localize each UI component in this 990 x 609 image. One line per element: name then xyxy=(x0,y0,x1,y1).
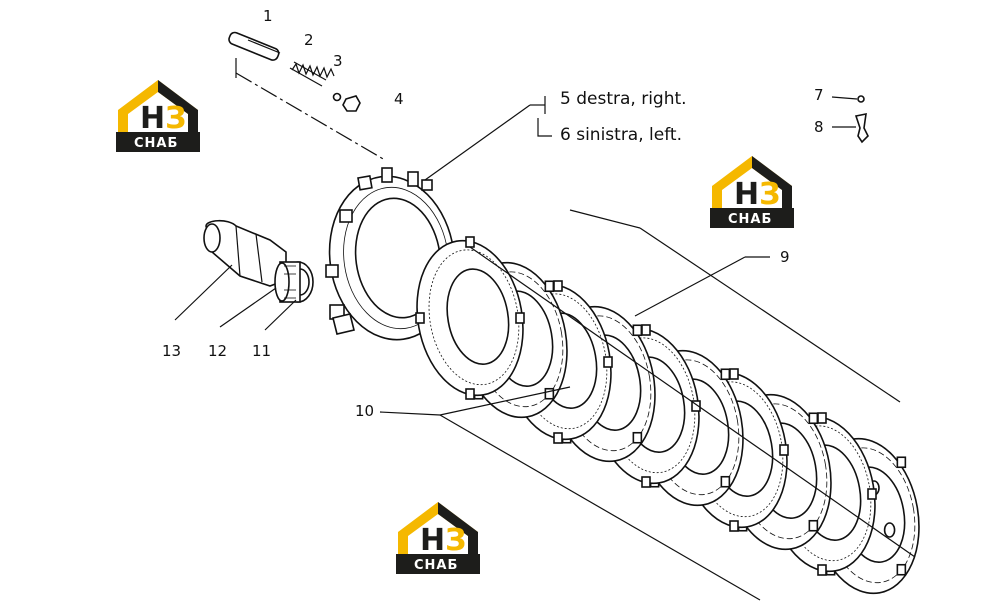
callout-4: 4 xyxy=(394,90,404,108)
part-8 xyxy=(832,112,869,144)
callout-2: 2 xyxy=(304,31,314,49)
callout-10: 10 xyxy=(355,402,374,420)
svg-text:НЗ: НЗ xyxy=(140,101,186,136)
part-4-plug xyxy=(342,95,361,112)
callout-1: 1 xyxy=(263,7,273,25)
part-3-ball xyxy=(332,92,342,102)
callout-3: 3 xyxy=(333,52,343,70)
stack-guide-lines xyxy=(439,209,916,601)
note-right: 5 destra, right. xyxy=(560,89,687,109)
callout-8: 8 xyxy=(814,118,824,136)
svg-text:СНАБ: СНАБ xyxy=(414,558,458,573)
callout-7: 7 xyxy=(814,86,824,104)
part-7 xyxy=(831,95,865,103)
watermark-logo-2: НЗ СНАБ xyxy=(710,156,794,228)
svg-text:СНАБ: СНАБ xyxy=(134,136,178,151)
watermark-logo-1: НЗ СНАБ xyxy=(116,80,200,152)
disc-stack xyxy=(415,236,920,595)
watermark-logo-3: НЗ СНАБ xyxy=(396,502,480,574)
svg-text:НЗ: НЗ xyxy=(734,177,780,212)
part-13-shaft xyxy=(203,219,287,287)
callout-9: 9 xyxy=(780,248,790,266)
callout-12: 12 xyxy=(208,342,227,360)
part-11-12-bearing xyxy=(274,261,314,303)
part-1-pin xyxy=(228,31,281,61)
part-2-spring xyxy=(289,61,335,87)
callout-11: 11 xyxy=(252,342,271,360)
note-left: 6 sinistra, left. xyxy=(560,125,682,145)
svg-text:НЗ: НЗ xyxy=(420,523,466,558)
disc xyxy=(415,236,525,400)
callout-13: 13 xyxy=(162,342,181,360)
leader-5-6 xyxy=(424,104,531,181)
svg-text:СНАБ: СНАБ xyxy=(728,212,772,227)
